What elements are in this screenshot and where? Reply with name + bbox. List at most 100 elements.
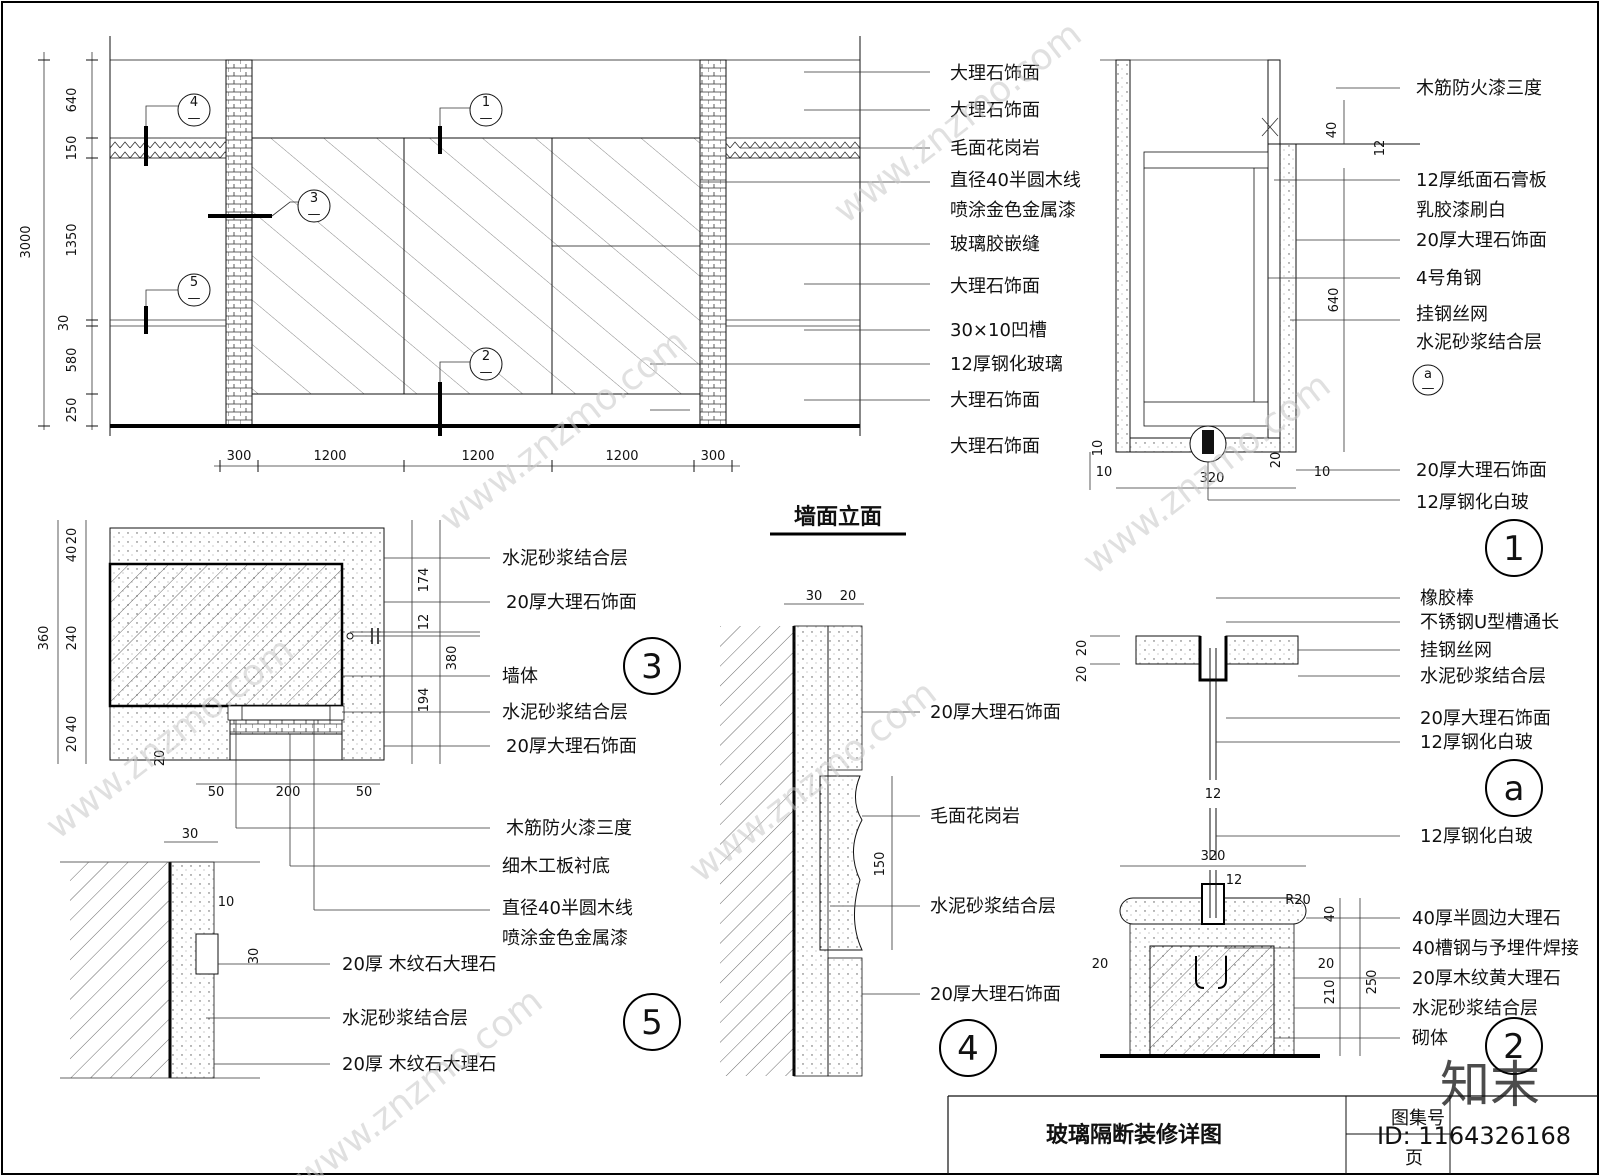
detail1-label: 4号角钢 xyxy=(1416,268,1481,289)
svg-text:194: 194 xyxy=(417,688,432,713)
detail-2: 320 12 R20 40 20 20 250 210 40厚半圆边大理石 40… xyxy=(1092,849,1579,1075)
svg-text:20: 20 xyxy=(1075,640,1090,657)
elevation-label: 毛面花岗岩 xyxy=(950,138,1040,159)
svg-text:12: 12 xyxy=(417,614,432,631)
svg-text:12: 12 xyxy=(1373,140,1388,157)
svg-text:40: 40 xyxy=(65,716,80,733)
detail-number-1: 1 xyxy=(1503,529,1525,569)
svg-text:—: — xyxy=(188,111,201,126)
svg-text:—: — xyxy=(1422,381,1435,396)
detail1-label: 20厚大理石饰面 xyxy=(1416,460,1547,481)
svg-text:20: 20 xyxy=(1075,666,1090,683)
detailA-label: 12厚钢化白玻 xyxy=(1420,826,1533,847)
svg-text:5: 5 xyxy=(190,275,198,290)
svg-text:640: 640 xyxy=(65,88,80,113)
svg-text:40: 40 xyxy=(1325,122,1340,139)
detail1-label: 20厚大理石饰面 xyxy=(1416,230,1547,251)
detailA-label: 挂钢丝网 xyxy=(1420,640,1492,661)
detail2-label: 40槽钢与予埋件焊接 xyxy=(1412,938,1579,959)
svg-text:240: 240 xyxy=(65,626,80,651)
detail4-label: 毛面花岗岩 xyxy=(930,806,1020,827)
detail3-label: 喷涂金色金属漆 xyxy=(502,928,628,949)
svg-text:a: a xyxy=(1424,367,1432,382)
svg-text:3: 3 xyxy=(310,191,318,206)
elevation-label: 大理石饰面 xyxy=(950,63,1040,84)
svg-text:10: 10 xyxy=(1096,465,1113,480)
svg-text:20: 20 xyxy=(65,736,80,753)
detail1-label: 12厚纸面石膏板 xyxy=(1416,169,1547,191)
detail-number-4: 4 xyxy=(957,1029,979,1069)
svg-text:200: 200 xyxy=(276,785,301,800)
svg-text:50: 50 xyxy=(208,785,225,800)
elevation-label: 玻璃胶嵌缝 xyxy=(950,234,1040,255)
detail5-label: 20厚 木纹石大理石 xyxy=(342,954,497,975)
elevation-label: 30×10凹槽 xyxy=(950,320,1047,341)
detail-a: 20 20 12 橡胶棒 不锈钢U型槽通长 挂钢丝网 水泥砂浆结合层 20厚大理… xyxy=(1075,588,1559,860)
svg-text:R20: R20 xyxy=(1285,893,1311,908)
detailA-label: 12厚钢化白玻 xyxy=(1420,732,1533,753)
detail5-label: 水泥砂浆结合层 xyxy=(342,1008,468,1029)
svg-text:—: — xyxy=(188,291,201,306)
svg-text:10: 10 xyxy=(218,895,235,910)
section-marker-3[interactable]: 3 — xyxy=(297,189,331,223)
svg-text:30: 30 xyxy=(57,315,72,332)
wall-elevation: 4 — 1 — 3 — 5 — 2 — xyxy=(19,36,1081,536)
detail-3: 20 40 240 40 20 360 174 12 194 380 50 20… xyxy=(37,520,681,949)
svg-text:—: — xyxy=(480,111,493,126)
detail4-label: 水泥砂浆结合层 xyxy=(930,896,1056,917)
svg-text:174: 174 xyxy=(417,568,432,593)
elevation-label: 喷涂金色金属漆 xyxy=(950,200,1076,221)
elevation-label: 大理石饰面 xyxy=(950,390,1040,411)
detail-4: 30 20 150 20厚大理石饰面 毛面花岗岩 水泥砂浆结合层 20厚大理石饰… xyxy=(720,589,1061,1077)
svg-text:320: 320 xyxy=(1200,471,1225,486)
svg-text:150: 150 xyxy=(65,136,80,161)
svg-text:1350: 1350 xyxy=(65,223,80,256)
detailA-label: 20厚大理石饰面 xyxy=(1420,708,1551,729)
svg-text:40: 40 xyxy=(65,546,80,563)
detail2-label: 水泥砂浆结合层 xyxy=(1412,998,1538,1019)
svg-text:—: — xyxy=(480,365,493,380)
page-label: 页 xyxy=(1405,1148,1423,1169)
drawing-title: 玻璃隔断装修详图 xyxy=(1046,1122,1222,1148)
detail3-label: 20厚大理石饰面 xyxy=(506,592,637,613)
svg-text:12: 12 xyxy=(1226,873,1243,888)
detail1-label: 水泥砂浆结合层 xyxy=(1416,332,1542,353)
svg-text:50: 50 xyxy=(356,785,373,800)
detail3-label: 木筋防火漆三度 xyxy=(506,818,632,839)
svg-text:3000: 3000 xyxy=(19,225,34,258)
detail3-label: 墙体 xyxy=(502,666,538,687)
id-text: ID: 1164326168 xyxy=(1377,1122,1571,1150)
section-marker-4[interactable]: 4 — xyxy=(177,93,211,127)
section-marker-2[interactable]: 2 — xyxy=(469,347,503,381)
svg-text:—: — xyxy=(308,207,321,222)
svg-text:2: 2 xyxy=(482,349,490,364)
svg-text:380: 380 xyxy=(445,646,460,671)
svg-text:20: 20 xyxy=(1318,957,1335,972)
elevation-horizontal-dims: 300 1200 1200 1200 300 xyxy=(214,449,740,472)
detail3-label: 细木工板衬底 xyxy=(502,856,610,877)
svg-text:10: 10 xyxy=(1091,440,1106,457)
svg-text:30: 30 xyxy=(247,948,262,965)
section-marker-5[interactable]: 5 — xyxy=(177,273,211,307)
detail4-label: 20厚大理石饰面 xyxy=(930,702,1061,723)
detail4-label: 20厚大理石饰面 xyxy=(930,984,1061,1005)
elevation-label: 大理石饰面 xyxy=(950,436,1040,457)
detail2-label: 20厚木纹黄大理石 xyxy=(1412,968,1561,989)
svg-text:320: 320 xyxy=(1201,849,1226,864)
detail1-label: 12厚钢化白玻 xyxy=(1416,492,1529,513)
svg-text:640: 640 xyxy=(1327,288,1342,313)
section-marker-1[interactable]: 1 — xyxy=(469,93,503,127)
svg-text:250: 250 xyxy=(1365,970,1380,995)
detail3-label: 水泥砂浆结合层 xyxy=(502,702,628,723)
detail5-label: 20厚 木纹石大理石 xyxy=(342,1054,497,1075)
svg-text:580: 580 xyxy=(65,348,80,373)
detail1-label: 乳胶漆刷白 xyxy=(1416,200,1506,221)
detail-number-5: 5 xyxy=(641,1003,663,1043)
svg-text:www.znzmo.com: www.znzmo.com xyxy=(1075,365,1338,583)
svg-text:1200: 1200 xyxy=(313,449,346,464)
detail1-label: 挂钢丝网 xyxy=(1416,304,1488,325)
detailA-label: 水泥砂浆结合层 xyxy=(1420,666,1546,687)
detail-5: 30 10 30 20厚 木纹石大理石 水泥砂浆结合层 20厚 木纹石大理石 5 xyxy=(60,827,681,1079)
svg-text:20: 20 xyxy=(153,750,168,767)
